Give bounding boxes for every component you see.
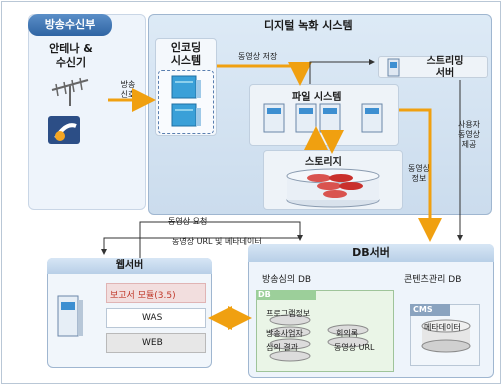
cms-tag-label: CMS	[413, 305, 433, 314]
cms-db-cylinder	[418, 316, 474, 356]
report-module-box	[106, 283, 206, 303]
signal-label: 방송 신호	[120, 80, 136, 99]
receiver-icon	[48, 116, 80, 144]
video-save-label: 동영상 저장	[238, 52, 278, 61]
meeting-minutes-label: 회의록	[336, 329, 359, 338]
program-info-label: 프로그램정보	[266, 309, 311, 318]
video-info-label: 동영상 정보	[407, 164, 431, 183]
video-url-meta-label: 동영상 URL 및 메타데이터	[172, 237, 262, 246]
web-server-icon	[52, 292, 88, 342]
db-server-title: DB서버	[248, 244, 494, 262]
storage-disks-icon	[283, 164, 383, 208]
broadcaster-label: 방송사업자	[266, 329, 303, 338]
file-system-label: 파일 시스템	[292, 92, 342, 103]
db-tag	[256, 290, 316, 300]
encoder-server-icon	[168, 72, 204, 132]
metadata-label: 메타데이터	[424, 323, 461, 332]
content-db-title: 콘텐츠관리 DB	[404, 275, 462, 285]
encoding-system-label: 인코딩 시스템	[170, 41, 202, 67]
streaming-server-icon	[386, 58, 404, 78]
user-video-label: 사용자 동영상 제공	[457, 120, 481, 149]
review-result-label: 심의 결과	[266, 343, 298, 352]
web-module-label: WEB	[142, 338, 163, 348]
broadcast-receiver-region	[28, 14, 146, 210]
file-server-icons	[262, 100, 388, 140]
was-module-box	[106, 308, 206, 328]
was-module-label: WAS	[142, 313, 163, 323]
streaming-server-box	[378, 56, 488, 78]
cms-tag	[410, 304, 450, 316]
web-module-box	[106, 333, 206, 353]
broadcast-db-cylinders	[262, 300, 392, 370]
db-tag-label: DB	[258, 290, 271, 299]
report-module-label: 보고서 모듈(3.5)	[110, 291, 176, 301]
video-url-label: 동영상 URL	[334, 343, 375, 352]
streaming-server-label: 스트리밍 서버	[426, 56, 464, 79]
antenna-icon	[46, 72, 92, 108]
antenna-label: 안테나 & 수신기	[49, 42, 93, 69]
digital-system-title: 디지털 녹화 시스템	[264, 19, 353, 32]
web-server-title: 웹서버	[47, 258, 212, 274]
broadcast-db-title: 방송심의 DB	[262, 275, 312, 285]
storage-label: 스토리지	[305, 157, 342, 168]
broadcast-receiver-title: 방송수신부	[28, 14, 112, 36]
